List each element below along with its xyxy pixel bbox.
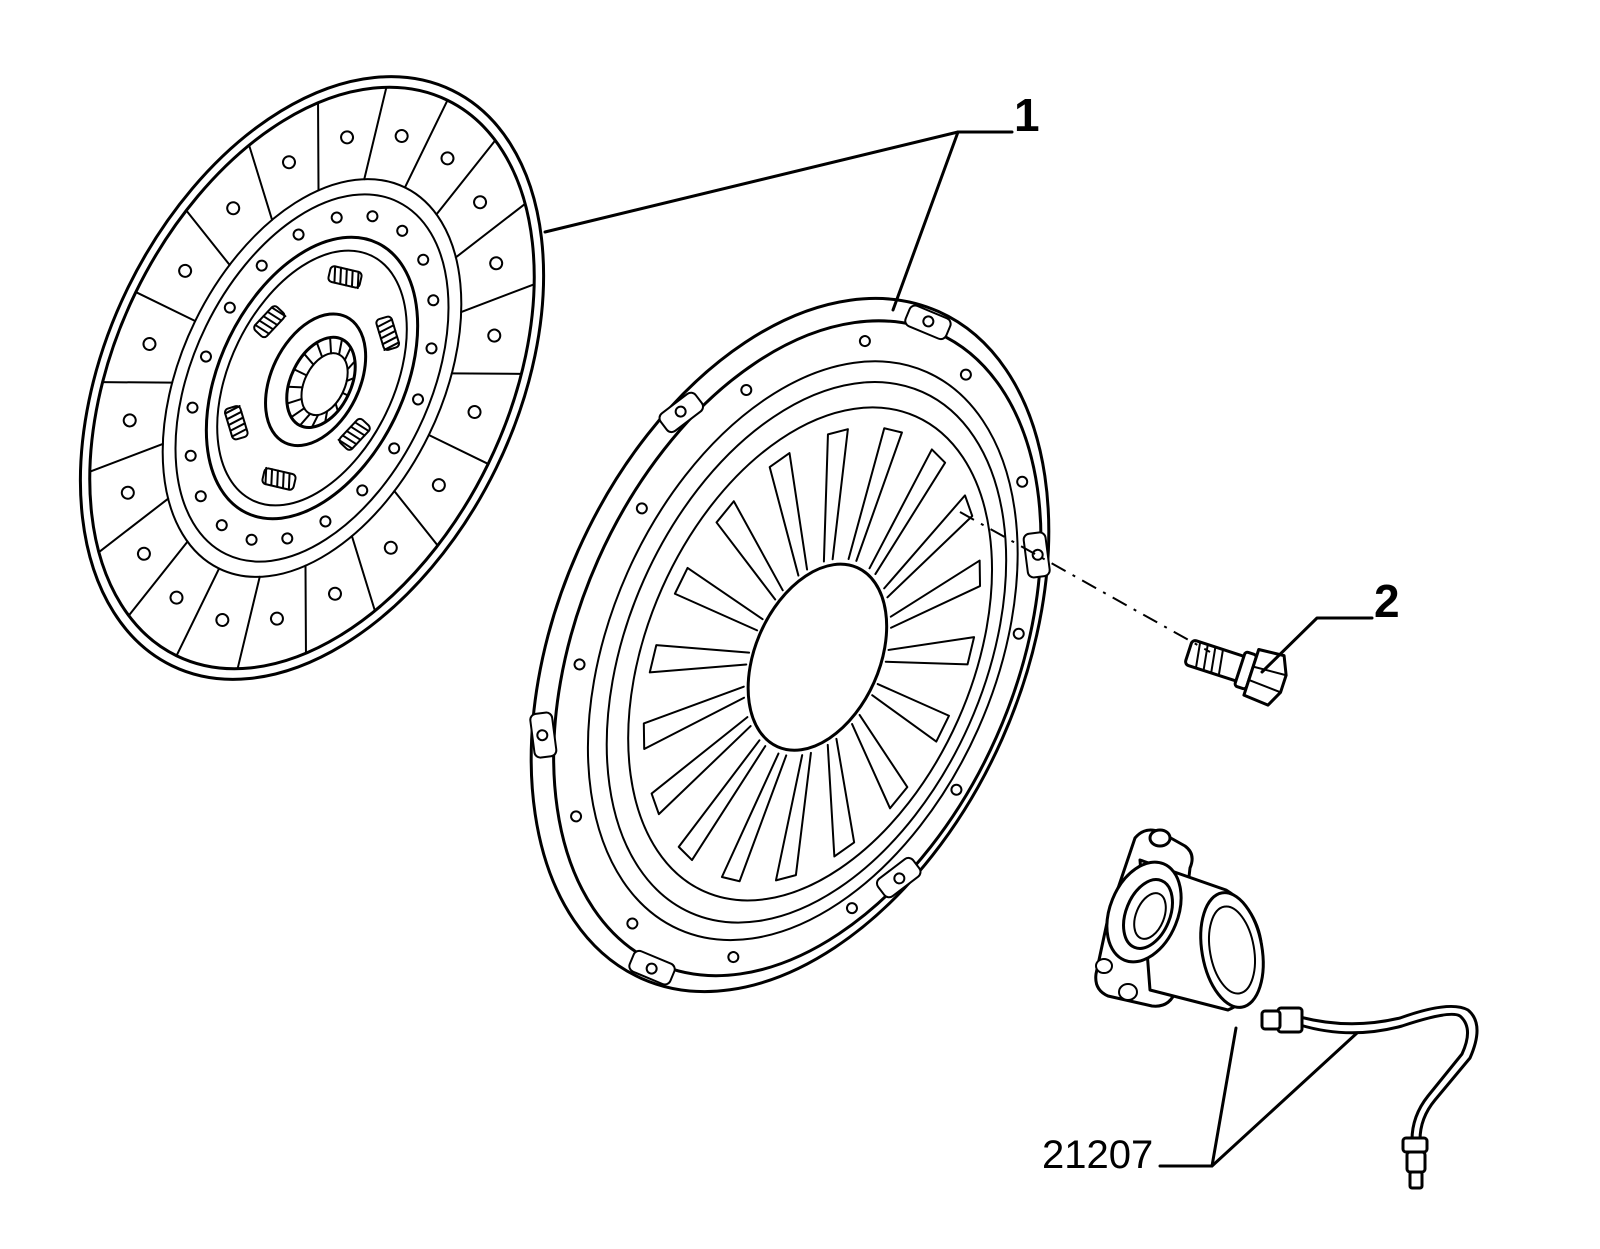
bolt[interactable] [1181,627,1292,707]
pressure-plate[interactable] [430,217,1151,1073]
callout-2: 2 [1374,575,1400,627]
release-bearing[interactable] [1093,828,1479,1190]
callout-1: 1 [1014,89,1040,141]
leader-lines [543,130,1374,1168]
callout-21207: 21207 [1042,1133,1153,1177]
clutch-disc[interactable] [0,1,637,756]
